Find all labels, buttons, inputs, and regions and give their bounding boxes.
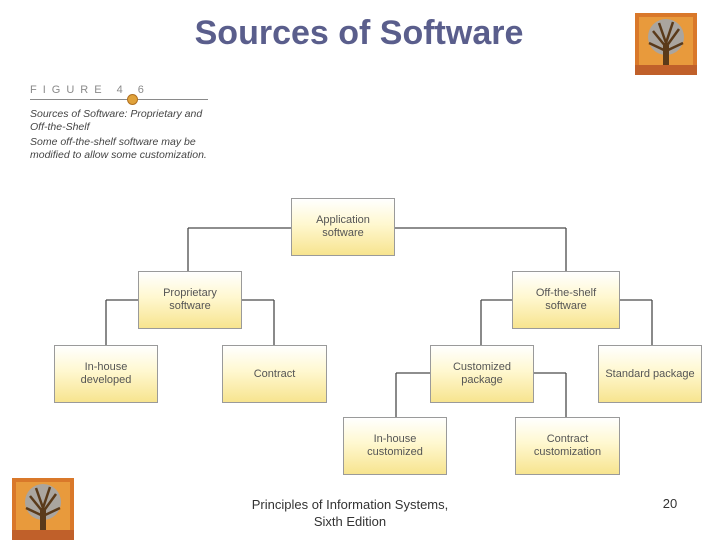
node-contract: Contract [222,345,327,403]
node-in-house-developed: In-house developed [54,345,158,403]
node-contract-customization: Contract customization [515,417,620,475]
footer-line-2: Sixth Edition [313,514,387,529]
node-customized-package: Customized package [430,345,534,403]
figure-label: FIGURE 4 6 [30,84,150,96]
figure-bullet-icon [127,94,138,105]
figure-caption-title: Sources of Software: Proprietary and Off… [30,108,203,133]
slide-title-text: Sources of Software [194,14,524,52]
node-proprietary-software: Proprietary software [138,271,242,329]
slide-title: Sources of Software [0,14,720,53]
node-standard-package: Standard package [598,345,702,403]
page-number: 20 [662,496,678,511]
figure-caption: Sources of Software: Proprietary and Off… [30,108,220,164]
node-in-house-customized: In-house customized [343,417,447,475]
footer-text: Principles of Information Systems, Sixth… [220,496,480,530]
figure-divider [30,99,208,100]
footer-line-1: Principles of Information Systems, [251,497,449,512]
tree-logo-icon [635,13,697,75]
figure-caption-body: Some off-the-shelf software may be modif… [30,136,207,161]
node-off-the-shelf-software: Off-the-shelf software [512,271,620,329]
node-application-software: Application software [291,198,395,256]
tree-logo-icon [12,478,74,540]
